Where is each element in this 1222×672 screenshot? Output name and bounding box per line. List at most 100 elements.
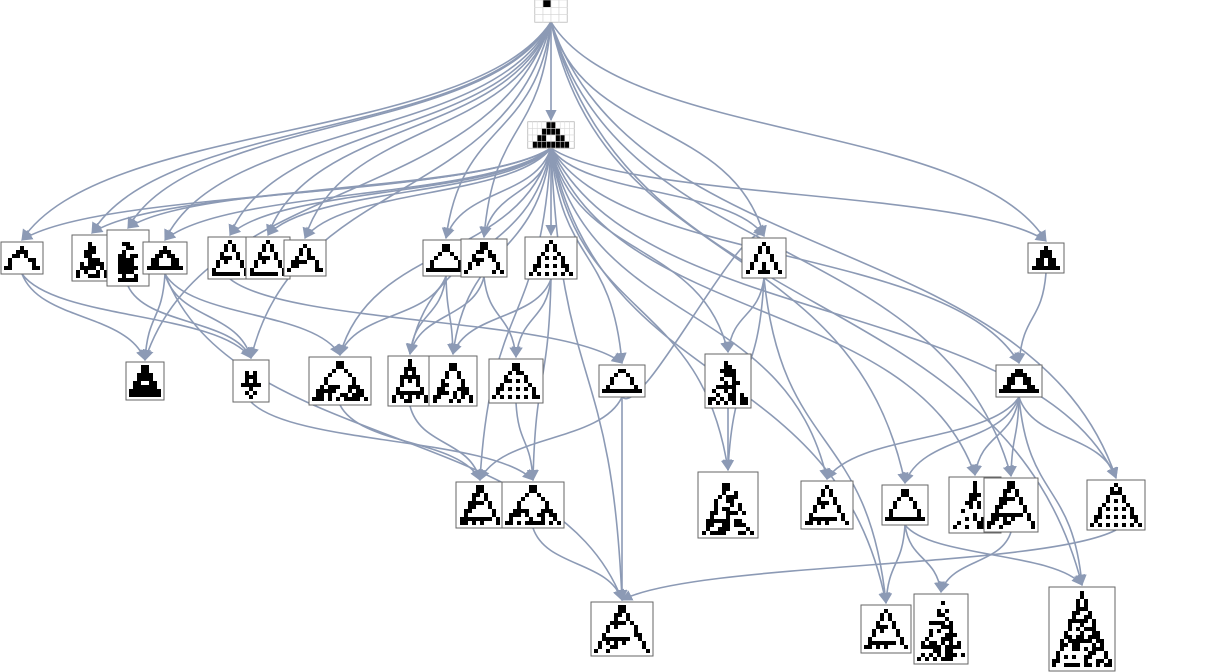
pattern-cell: [1035, 389, 1039, 393]
node-q3[interactable]: [913, 593, 969, 665]
pattern-cell: [175, 266, 179, 270]
node-m6[interactable]: [488, 358, 544, 404]
pattern-cell: [718, 495, 722, 499]
pattern-cell: [500, 383, 504, 387]
pattern-cell: [949, 653, 953, 657]
pattern-cell: [163, 266, 167, 270]
node-n10[interactable]: [524, 236, 578, 280]
node-n1[interactable]: [0, 241, 44, 275]
node-p5[interactable]: [881, 484, 929, 526]
node-n9[interactable]: [460, 238, 508, 278]
node-p1[interactable]: [455, 481, 505, 529]
node-m2[interactable]: [232, 359, 270, 403]
pattern-cell: [392, 399, 396, 403]
pattern-cell: [348, 389, 352, 393]
pattern-cell: [433, 399, 437, 403]
pattern-cell: [949, 625, 953, 629]
pattern-cell: [545, 248, 549, 252]
pattern-cell: [758, 250, 762, 254]
pattern-cell: [1027, 377, 1031, 381]
pattern-cell: [509, 517, 513, 521]
pattern-cell: [521, 497, 525, 501]
pattern-cell: [249, 387, 253, 391]
pattern-cell: [228, 256, 232, 260]
pattern-cell: [245, 375, 249, 379]
node-q2[interactable]: [860, 604, 912, 654]
pattern-cell: [500, 270, 504, 274]
pattern-cell: [722, 527, 726, 531]
node-p4[interactable]: [800, 480, 854, 530]
pattern-cell: [453, 367, 457, 371]
pattern-cell: [961, 653, 965, 657]
pattern-cell: [1130, 515, 1134, 519]
pattern-cell: [901, 493, 905, 497]
base-cell: [527, 141, 533, 149]
pattern-cell: [973, 481, 977, 485]
node-n5[interactable]: [207, 236, 253, 280]
pattern-cell: [626, 637, 630, 641]
pattern-cell: [1011, 497, 1015, 501]
pattern-cell: [949, 637, 953, 641]
pattern-cell: [336, 361, 340, 365]
pattern-cell: [1015, 389, 1019, 393]
pattern-cell: [529, 517, 533, 521]
node-m9[interactable]: [995, 364, 1043, 398]
pattern-cell: [929, 629, 933, 633]
pattern-cell: [893, 501, 897, 505]
node-q1[interactable]: [590, 601, 654, 657]
node-p7[interactable]: [983, 477, 1039, 533]
edge-n5-m7: [229, 278, 623, 364]
pattern-cell: [1023, 373, 1027, 377]
pattern-cell: [706, 527, 710, 531]
pattern-cell: [614, 373, 618, 377]
pattern-cell: [88, 254, 92, 258]
pattern-cell: [412, 371, 416, 375]
node-m4[interactable]: [387, 355, 433, 407]
pattern-cell: [100, 266, 104, 270]
node-n7[interactable]: [283, 239, 327, 277]
node-p8[interactable]: [1086, 479, 1146, 531]
node-m5[interactable]: [428, 355, 478, 407]
pattern-cell: [1076, 639, 1080, 643]
pattern-cell: [76, 270, 80, 274]
node-n11[interactable]: [741, 237, 787, 279]
pattern-cell: [1094, 519, 1098, 523]
pattern-cell: [1104, 651, 1108, 655]
pattern-cell: [224, 244, 228, 248]
pattern-cell: [122, 262, 126, 266]
pattern-cell: [1114, 507, 1118, 511]
pattern-cell: [710, 515, 714, 519]
pattern-cell: [876, 641, 880, 645]
node-m8[interactable]: [704, 353, 752, 409]
pattern-cell: [541, 521, 545, 525]
node-n8[interactable]: [422, 239, 470, 277]
node-m3[interactable]: [308, 356, 372, 406]
pattern-cell: [133, 385, 137, 389]
pattern-cell: [945, 633, 949, 637]
node-p2[interactable]: [501, 481, 565, 529]
pattern-cell: [496, 266, 500, 270]
node-seed[interactable]: [534, 0, 568, 23]
pattern-cell: [949, 641, 953, 645]
pattern-cell: [408, 379, 412, 383]
pattern-cell: [1011, 389, 1015, 393]
pattern-cell: [1088, 635, 1092, 639]
pattern-cell: [732, 377, 736, 381]
node-q4[interactable]: [1048, 586, 1116, 672]
node-n12[interactable]: [1027, 242, 1065, 274]
node-m1[interactable]: [125, 361, 165, 401]
pattern-cell: [476, 517, 480, 521]
node-n6[interactable]: [245, 236, 291, 280]
node-m7[interactable]: [598, 364, 646, 398]
node-base[interactable]: [527, 121, 575, 149]
pattern-cell: [472, 493, 476, 497]
node-p3[interactable]: [697, 471, 759, 539]
pattern-cell: [496, 521, 500, 525]
pattern-cell: [622, 605, 626, 609]
pattern-cell: [141, 393, 145, 397]
pattern-cell: [228, 272, 232, 276]
pattern-cell: [253, 375, 257, 379]
pattern-cell: [216, 264, 220, 268]
node-n2[interactable]: [71, 234, 113, 282]
node-n4[interactable]: [142, 241, 188, 275]
